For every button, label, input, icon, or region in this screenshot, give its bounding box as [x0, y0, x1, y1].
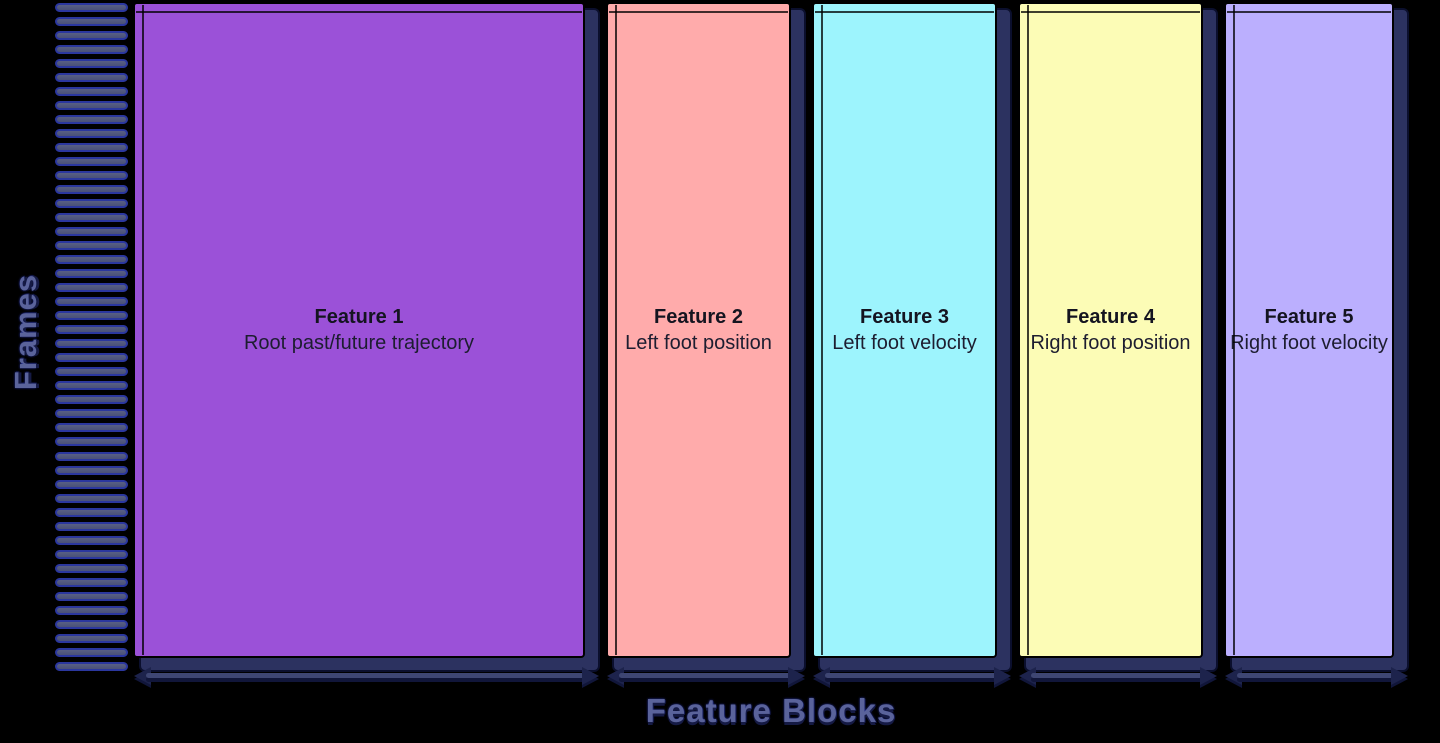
feature-block-2: Feature 2 Left foot position [606, 2, 806, 672]
feature-block-5: Feature 5 Right foot velocity [1224, 2, 1409, 672]
frame-tick-bar [55, 59, 128, 69]
feature-block-face: Feature 3 Left foot velocity [812, 2, 997, 658]
feature-block-1: Feature 1 Root past/future trajectory [133, 2, 600, 672]
arrow-right-head-icon [1200, 667, 1217, 685]
frame-tick-bar [55, 367, 128, 377]
feature-block-title: Feature 2 [654, 306, 743, 328]
frame-tick-bar [55, 521, 128, 531]
frame-tick-bar [55, 479, 128, 489]
y-axis-label: Frames [8, 273, 43, 391]
frame-tick-bar [55, 465, 128, 475]
frame-tick-bar [55, 591, 128, 601]
feature-block-title: Feature 4 [1066, 306, 1155, 328]
frame-tick-bar [55, 269, 128, 279]
arrow-right-head-icon [582, 667, 599, 685]
arrow-shaft [146, 673, 587, 678]
arrow-shaft [825, 673, 999, 678]
frame-tick-bar [55, 199, 128, 209]
frame-tick-bar [55, 101, 128, 111]
frame-tick-bar [55, 73, 128, 83]
frame-tick-bar [55, 115, 128, 125]
arrow-left-head-icon [813, 667, 830, 685]
frame-tick-bar [55, 241, 128, 251]
arrow-left-head-icon [1225, 667, 1242, 685]
frame-tick-bar [55, 605, 128, 615]
frame-tick-bar [55, 661, 128, 671]
block-width-arrow [606, 664, 806, 692]
frame-tick-bar [55, 129, 128, 139]
frame-tick-bar [55, 171, 128, 181]
frame-tick-bar [55, 577, 128, 587]
x-axis-label: Feature Blocks [645, 692, 897, 729]
feature-block-title: Feature 5 [1264, 306, 1354, 328]
frame-tick-bar [55, 549, 128, 559]
frame-tick-bar [55, 297, 128, 307]
arrow-left-head-icon [1019, 667, 1036, 685]
frame-tick-bar [55, 283, 128, 293]
feature-block-4: Feature 4 Right foot position [1018, 2, 1218, 672]
frame-tick-bar [55, 647, 128, 657]
block-width-arrow [1224, 664, 1409, 692]
feature-block-title: Feature 1 [314, 306, 404, 328]
frame-tick-bar [55, 45, 128, 55]
frame-tick-bar [55, 437, 128, 447]
feature-blocks-row: Feature 1 Root past/future trajectory Fe… [133, 2, 1409, 672]
frame-tick-bar [55, 493, 128, 503]
arrow-right-head-icon [788, 667, 805, 685]
frame-tick-bar [55, 451, 128, 461]
frames-ticks [55, 3, 128, 671]
block-width-arrows-row [133, 664, 1409, 692]
feature-block-description: Left foot velocity [832, 332, 977, 354]
feature-block-description: Right foot velocity [1230, 332, 1388, 354]
block-width-arrow [133, 664, 600, 692]
frame-tick-bar [55, 311, 128, 321]
frame-tick-bar [55, 563, 128, 573]
frame-tick-bar [55, 143, 128, 153]
feature-block-face: Feature 1 Root past/future trajectory [133, 2, 585, 658]
frame-tick-bar [55, 633, 128, 643]
frame-tick-bar [55, 395, 128, 405]
frame-tick-bar [55, 227, 128, 237]
arrow-shaft [1237, 673, 1396, 678]
frame-tick-bar [55, 185, 128, 195]
arrow-left-head-icon [134, 667, 151, 685]
frame-tick-bar [55, 353, 128, 363]
frame-tick-bar [55, 535, 128, 545]
feature-block-face: Feature 2 Left foot position [606, 2, 791, 658]
block-width-arrow [812, 664, 1012, 692]
frame-tick-bar [55, 423, 128, 433]
frame-tick-bar [55, 255, 128, 265]
block-width-arrow [1018, 664, 1218, 692]
frame-tick-bar [55, 325, 128, 335]
arrow-shaft [619, 673, 793, 678]
frame-tick-bar [55, 157, 128, 167]
feature-block-description: Left foot position [625, 332, 772, 354]
frame-tick-bar [55, 339, 128, 349]
feature-block-3: Feature 3 Left foot velocity [812, 2, 1012, 672]
feature-block-face: Feature 4 Right foot position [1018, 2, 1203, 658]
frame-tick-bar [55, 213, 128, 223]
frame-tick-bar [55, 619, 128, 629]
frame-tick-bar [55, 507, 128, 517]
frame-tick-bar [55, 31, 128, 41]
feature-block-face: Feature 5 Right foot velocity [1224, 2, 1394, 658]
arrow-right-head-icon [994, 667, 1011, 685]
frame-tick-bar [55, 381, 128, 391]
frame-tick-bar [55, 17, 128, 27]
arrow-right-head-icon [1391, 667, 1408, 685]
arrow-shaft [1031, 673, 1205, 678]
frame-tick-bar [55, 409, 128, 419]
frame-tick-bar [55, 87, 128, 97]
arrow-left-head-icon [607, 667, 624, 685]
feature-block-title: Feature 3 [860, 306, 949, 328]
frame-tick-bar [55, 3, 128, 12]
feature-block-description: Root past/future trajectory [243, 332, 475, 354]
feature-block-description: Right foot position [1030, 332, 1191, 354]
